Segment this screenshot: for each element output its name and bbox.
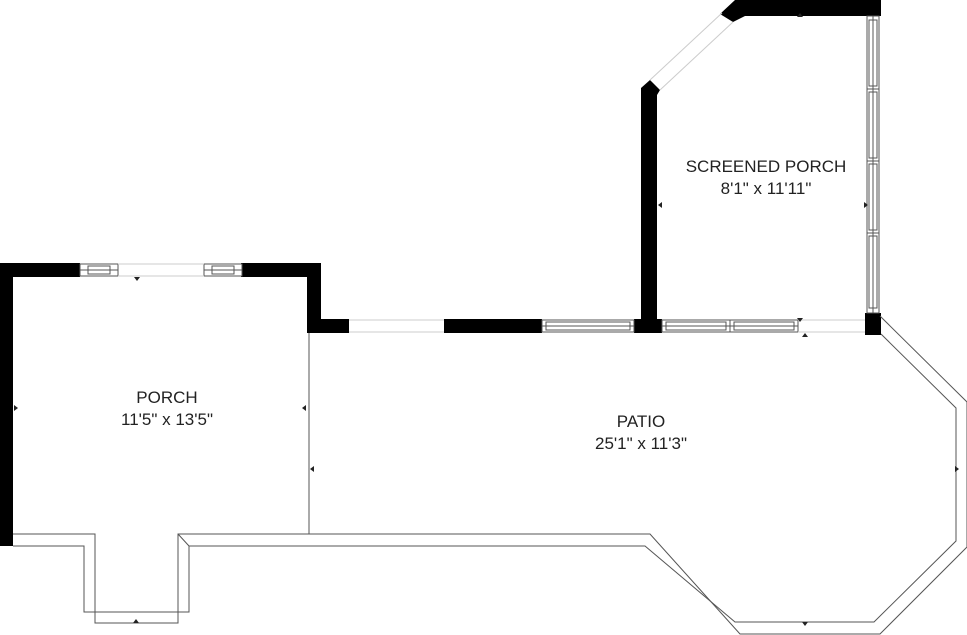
room-name: PORCH: [136, 388, 198, 407]
marker-porch-top: [134, 277, 140, 281]
room-label-patio: PATIO 25'1" x 11'3": [595, 411, 687, 455]
porch-right-wall: [307, 263, 321, 333]
porch-left-wall: [0, 263, 13, 546]
railing-outer: [13, 315, 967, 635]
room-dimensions: 8'1" x 11'11": [720, 179, 812, 198]
screened-porch-top-wall: [735, 0, 881, 16]
room-label-porch: PORCH 11'5" x 13'5": [121, 387, 213, 431]
marker-patio-left: [310, 466, 314, 472]
marker-screened-top: [797, 13, 803, 17]
marker-porch-left: [14, 405, 18, 411]
marker-screened-bottom: [797, 318, 803, 322]
openings: [118, 12, 865, 333]
room-label-screened-porch: SCREENED PORCH 8'1" x 11'11": [686, 156, 847, 200]
marker-porch-right: [302, 405, 306, 411]
windows: [79, 15, 880, 333]
room-name: SCREENED PORCH: [685, 157, 847, 176]
walls: [0, 0, 881, 546]
room-name: PATIO: [616, 412, 666, 431]
screened-porch-left-wall: [641, 88, 657, 333]
screened-porch-corner-post: [865, 313, 881, 335]
room-dimensions: 25'1" x 11'3": [595, 434, 687, 453]
marker-screened-right: [864, 202, 868, 208]
porch-top-wall-left: [0, 263, 80, 277]
patio-top-wall-stub: [307, 319, 349, 333]
railing-inner: [13, 333, 957, 623]
marker-patio-right: [955, 466, 959, 472]
marker-porch-bottom: [133, 619, 139, 623]
marker-patio-bottom: [802, 622, 808, 626]
screened-porch-corner-cap: [720, 0, 745, 22]
marker-screened-left: [658, 202, 662, 208]
patio-top-wall-mid: [444, 319, 542, 333]
screened-porch-junction: [634, 319, 662, 333]
screened-porch-left-wall-cap: [641, 80, 660, 95]
outlines: [13, 315, 967, 635]
dimension-markers: [14, 13, 959, 626]
room-dimensions: 11'5" x 13'5": [121, 410, 213, 429]
marker-patio-top: [802, 333, 808, 337]
porch-top-wall-right: [241, 263, 321, 277]
